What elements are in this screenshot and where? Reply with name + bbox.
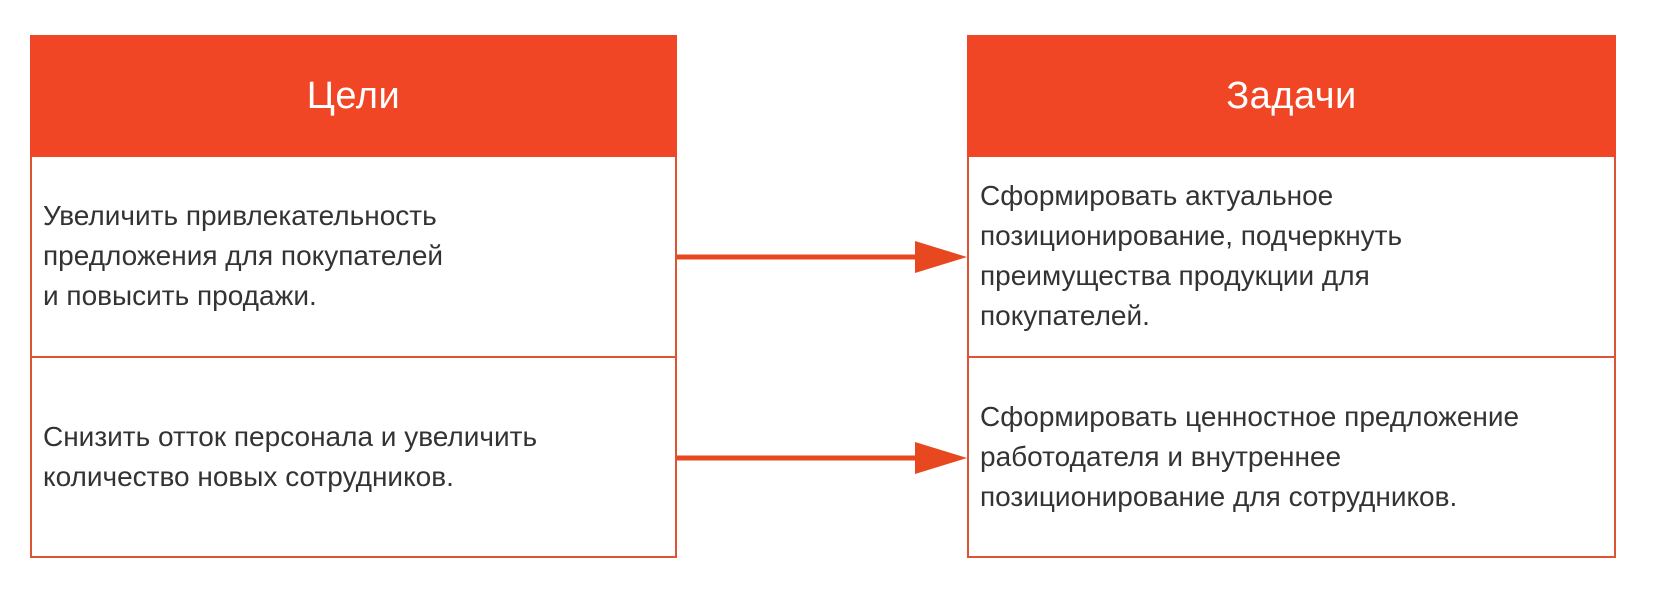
tasks-row-2: Сформировать ценностное предложение рабо… [969, 358, 1614, 557]
goals-table: Цели Увеличить привлекательность предлож… [30, 35, 677, 558]
goals-row-1-text: Увеличить привлекательность предложения … [43, 200, 444, 312]
goals-header: Цели [30, 35, 677, 157]
goals-header-label: Цели [306, 74, 401, 117]
tasks-header-label: Задачи [1226, 74, 1357, 117]
tasks-row-2-text: Сформировать ценностное предложение рабо… [980, 400, 1520, 512]
tasks-table: Задачи Сформировать актуальное позициони… [967, 35, 1616, 558]
arrow-right-icon [677, 241, 967, 273]
arrow-right-icon [677, 442, 967, 474]
tasks-header: Задачи [967, 35, 1616, 157]
tasks-row-1-text: Сформировать актуальное позиционирование… [980, 180, 1403, 332]
goals-row-2-text: Снизить отток персонала и увеличить коли… [43, 420, 538, 492]
goals-row-2: Снизить отток персонала и увеличить коли… [32, 358, 675, 557]
tasks-row-1: Сформировать актуальное позиционирование… [969, 157, 1614, 358]
goals-row-1: Увеличить привлекательность предложения … [32, 157, 675, 358]
